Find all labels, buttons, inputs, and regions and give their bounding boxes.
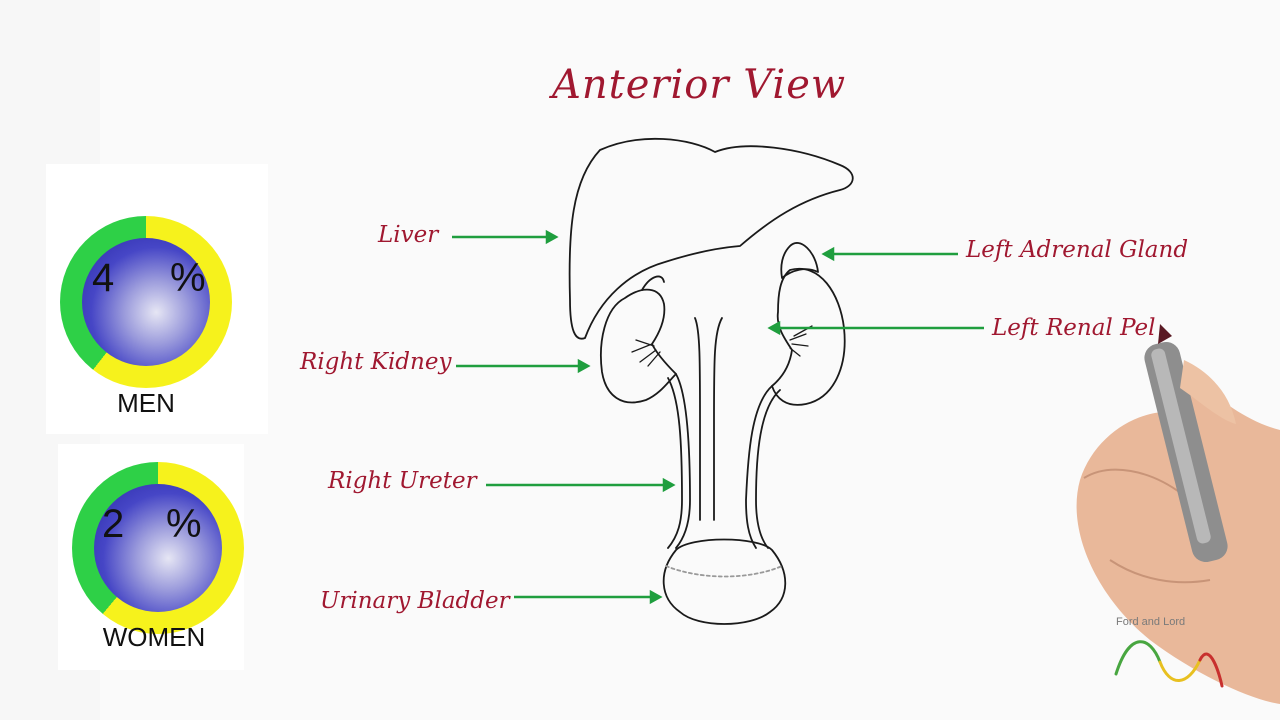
left-kidney-outline: [772, 269, 845, 405]
label-left-adrenal-gland: Left Adrenal Gland: [966, 237, 1188, 263]
right-kidney-outline: [601, 290, 676, 403]
label-left-renal-pelvis: Left Renal Pel: [992, 315, 1155, 341]
drawing-hand: [1077, 324, 1280, 704]
women-percent-value: 2: [102, 502, 124, 547]
urinary-bladder-outline: [664, 540, 786, 625]
label-right-ureter: Right Ureter: [328, 468, 477, 494]
right-ureter-outline: [676, 374, 690, 548]
men-percent-value: 4: [92, 256, 114, 301]
men-stat-panel: 4 % MEN: [46, 164, 268, 434]
men-percent-unit: %: [170, 256, 206, 301]
women-stat-panel: 2 % WOMEN: [58, 444, 244, 670]
brand-name: Ford and Lord: [1116, 616, 1185, 628]
men-ring-gauge: 4 %: [60, 216, 232, 388]
men-label: MEN: [46, 388, 246, 419]
label-liver: Liver: [378, 222, 438, 248]
women-ring-gauge: 2 %: [72, 462, 244, 634]
women-label: WOMEN: [54, 622, 254, 653]
label-right-kidney: Right Kidney: [300, 349, 451, 375]
label-urinary-bladder: Urinary Bladder: [320, 588, 510, 614]
left-ureter-outline: [746, 386, 772, 548]
women-percent-unit: %: [166, 502, 202, 547]
